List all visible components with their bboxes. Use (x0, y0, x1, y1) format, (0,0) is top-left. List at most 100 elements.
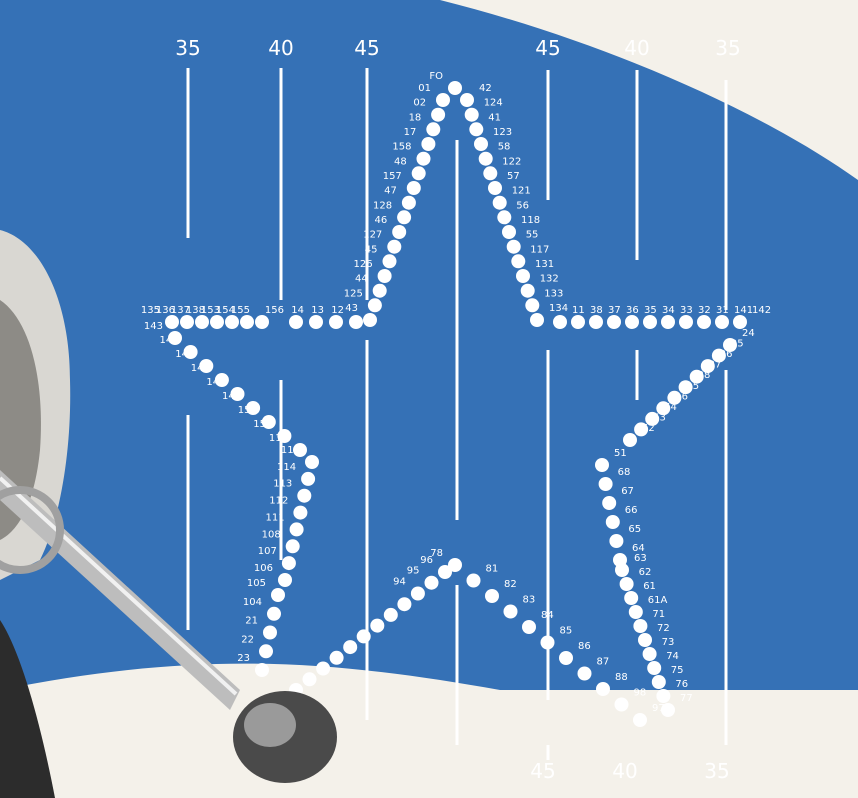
star-dot (638, 633, 652, 647)
star-dot (629, 605, 643, 619)
star-dot (516, 269, 530, 283)
star-dot (282, 556, 296, 570)
star-dot-label: 131 (535, 259, 554, 270)
star-dot (378, 269, 392, 283)
star-dot-label: 65 (628, 524, 641, 535)
star-dot (370, 619, 384, 633)
star-dot (392, 225, 406, 239)
star-dot (289, 315, 303, 329)
star-dot (165, 315, 179, 329)
star-dot-label: 15 (686, 381, 699, 392)
star-dot-label: 134 (549, 303, 568, 314)
star-dot (497, 210, 511, 224)
star-dot (525, 298, 539, 312)
star-dot (493, 196, 507, 210)
star-dot (397, 597, 411, 611)
star-dot-label: 48 (394, 156, 407, 167)
star-dot-label: 01 (418, 83, 431, 94)
star-dot-label: 67 (621, 486, 634, 497)
star-dot-label: 68 (618, 467, 631, 478)
star-dot (620, 577, 634, 591)
star-dot-label: 98 (634, 688, 647, 699)
star-dot (504, 605, 518, 619)
star-dot-label: 53 (653, 412, 666, 423)
star-dot (596, 682, 610, 696)
tool-knob-highlight (244, 703, 296, 747)
star-dot-label: 61 (643, 581, 656, 592)
star-dot-label: 116 (269, 433, 288, 444)
star-dot (180, 315, 194, 329)
star-dot-label: 44 (355, 274, 368, 285)
star-dot-label: 146 (191, 363, 210, 374)
star-dot-label: 83 (523, 595, 536, 606)
star-dot (656, 689, 670, 703)
star-dot-label: 38 (590, 305, 603, 316)
star-dot-label: 52 (642, 423, 655, 434)
star-dot-label: 115 (281, 445, 300, 456)
star-dot-label: 02 (413, 98, 426, 109)
star-dot (349, 315, 363, 329)
star-dot (407, 181, 421, 195)
star-dot (384, 608, 398, 622)
star-dot (278, 573, 292, 587)
star-dot-label: 17 (404, 127, 417, 138)
star-dot (602, 496, 616, 510)
star-dot-label: 73 (662, 637, 675, 648)
star-dot (363, 313, 377, 327)
star-dot-label: 127 (363, 230, 382, 241)
star-dot (715, 315, 729, 329)
star-dot-label: 145 (175, 349, 194, 360)
star-dot-label: 112 (269, 496, 288, 507)
star-dot (343, 640, 357, 654)
star-dot-label: 56 (516, 200, 529, 211)
star-dot (522, 620, 536, 634)
star-dot-label: 47 (384, 186, 397, 197)
star-dot (316, 662, 330, 676)
star-dot-label: 132 (540, 274, 559, 285)
star-dot-label: 105 (247, 578, 266, 589)
star-dot-label: 54 (664, 402, 677, 413)
star-dot-label: 117 (530, 244, 549, 255)
star-dot-label: 57 (507, 171, 520, 182)
star-dot-label: 133 (544, 288, 563, 299)
star-dot-label: 121 (512, 186, 531, 197)
star-dot (271, 588, 285, 602)
star-dot-label: 85 (560, 626, 573, 637)
star-dot-label: 124 (484, 98, 503, 109)
star-dot (652, 675, 666, 689)
star-dot (267, 607, 281, 621)
star-dot-label: 123 (493, 127, 512, 138)
star-dot-label: 126 (354, 259, 373, 270)
star-dot-label: 155 (231, 305, 250, 316)
star-dot-label: 97 (652, 703, 665, 714)
star-dot (559, 651, 573, 665)
star-dot (661, 315, 675, 329)
star-dot (615, 563, 629, 577)
star-dot (255, 315, 269, 329)
star-dot-label: 37 (608, 305, 621, 316)
star-dot (647, 661, 661, 675)
star-dot (643, 315, 657, 329)
star-dot (589, 315, 603, 329)
star-dot (460, 93, 474, 107)
star-dot (293, 506, 307, 520)
star-dot-label: 156 (265, 305, 284, 316)
star-dot-label: 75 (671, 665, 684, 676)
star-dot (402, 196, 416, 210)
star-dot-label: 148 (222, 391, 241, 402)
star-dot-label: 41 (488, 112, 501, 123)
star-dot (305, 455, 319, 469)
star-dot-label: 26 (720, 349, 733, 360)
star-dot (297, 489, 311, 503)
star-dot (571, 315, 585, 329)
star-dot-label: 34 (662, 305, 675, 316)
star-dot-label: 128 (373, 200, 392, 211)
star-dot (599, 477, 613, 491)
star-dot-label: 142 (752, 305, 771, 316)
star-dot-label: 11 (572, 305, 585, 316)
star-dot-label: 31 (716, 305, 729, 316)
star-dot (309, 315, 323, 329)
star-dot-label: 66 (625, 505, 638, 516)
